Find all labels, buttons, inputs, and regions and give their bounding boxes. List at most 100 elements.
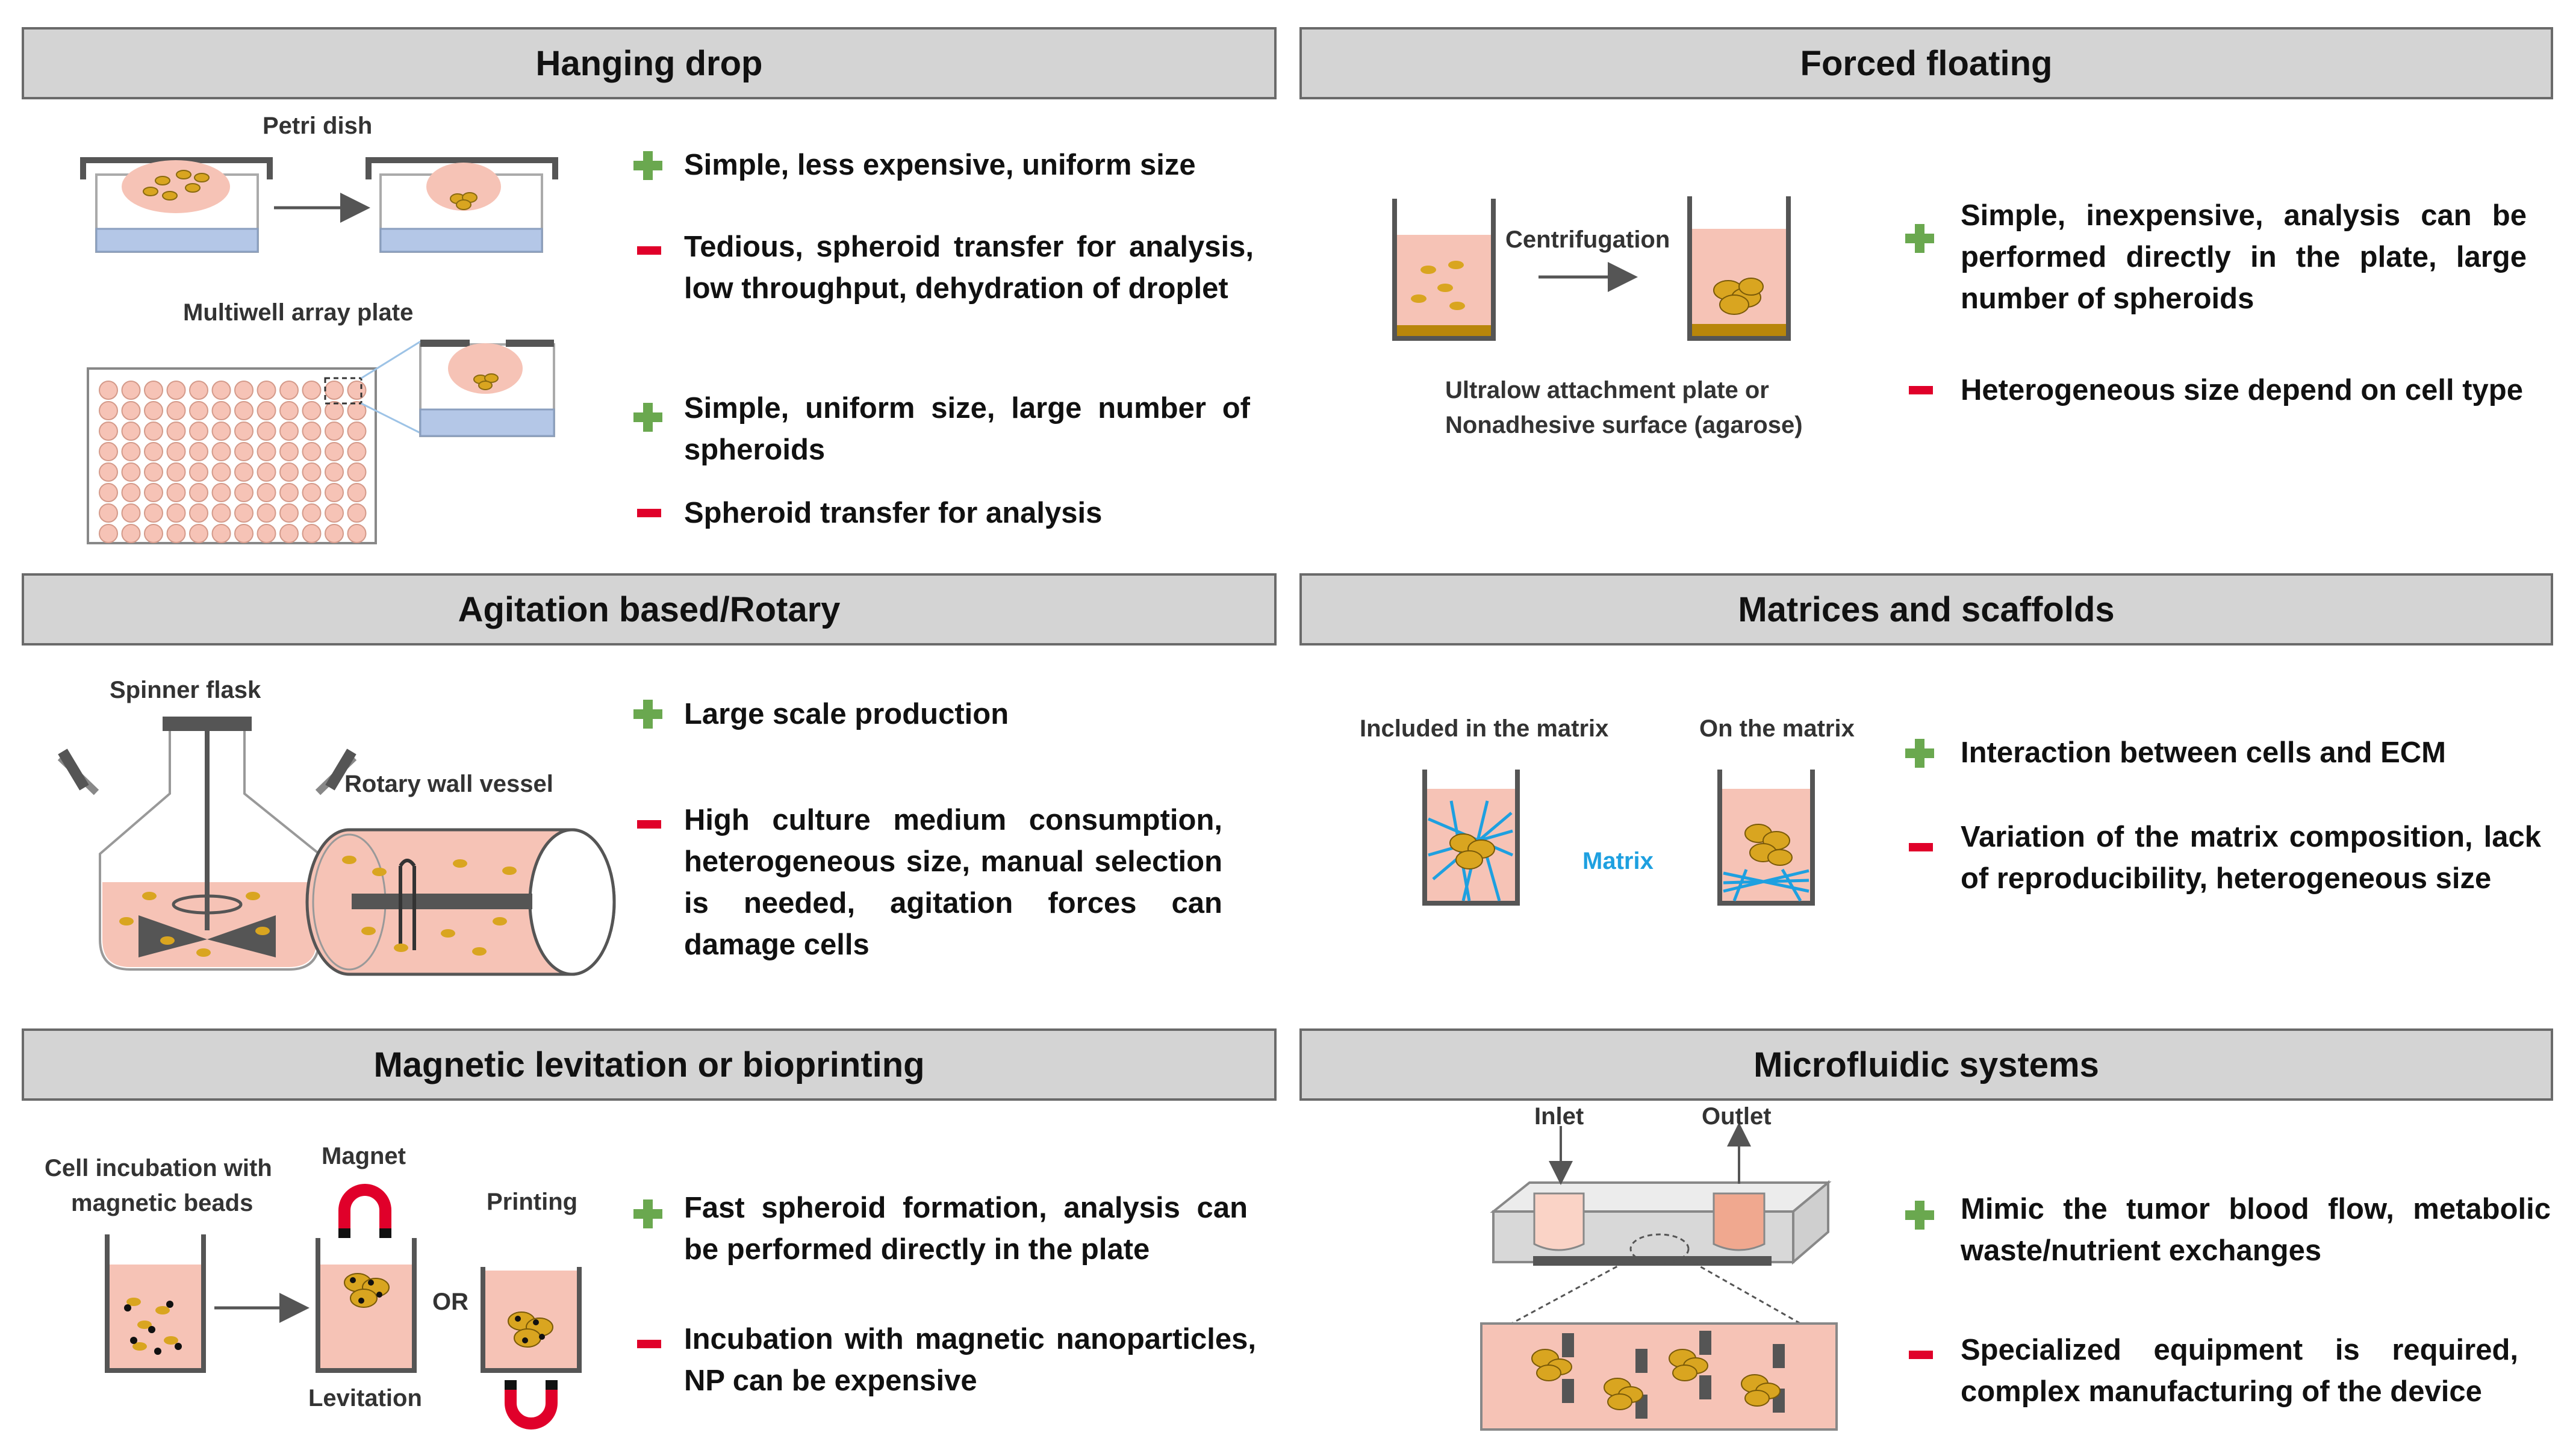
- agitation-cons: High culture medium consumption, heterog…: [684, 804, 1222, 961]
- plate-well: [99, 503, 118, 523]
- plate-well: [166, 381, 186, 400]
- label-spinner-flask: Spinner flask: [110, 677, 261, 703]
- label-ultralow-plate: Ultralow attachment plate or: [1445, 377, 1769, 403]
- plate-well: [325, 462, 344, 482]
- plate-well: [325, 422, 344, 441]
- matrices-cons: Variation of the matrix composition, lac…: [1961, 821, 2541, 895]
- plate-well: [234, 442, 254, 461]
- hanging-drop-pros-2: Simple, uniform size, large number of sp…: [684, 392, 1250, 466]
- section-title-matrices: Matrices and scaffolds: [1299, 573, 2553, 646]
- plate-well: [279, 483, 299, 502]
- plate-well: [144, 381, 163, 400]
- plate-well: [257, 503, 276, 523]
- plate-well: [279, 442, 299, 461]
- plate-well: [234, 462, 254, 482]
- plate-well: [211, 462, 231, 482]
- plate-well: [99, 483, 118, 502]
- label-levitation: Levitation: [308, 1385, 422, 1411]
- plate-well: [234, 401, 254, 420]
- minus-icon: [637, 820, 661, 832]
- plate-well: [347, 381, 367, 400]
- petri-dish-right: [366, 157, 558, 253]
- plate-well: [347, 442, 367, 461]
- magnet-icon: [505, 1380, 558, 1430]
- section-title-microfluidic: Microfluidic systems: [1299, 1028, 2553, 1101]
- plus-icon: [1904, 738, 1935, 772]
- plate-well: [166, 503, 186, 523]
- plate-well: [325, 503, 344, 523]
- plus-icon: [632, 402, 664, 436]
- label-cell-incubation: Cell incubation with: [45, 1155, 272, 1181]
- plate-well: [166, 442, 186, 461]
- plate-well: [347, 503, 367, 523]
- plate-well: [347, 422, 367, 441]
- plate-well: [121, 483, 141, 502]
- plate-well: [279, 503, 299, 523]
- plate-well: [234, 524, 254, 543]
- plate-well: [99, 524, 118, 543]
- label-magnet: Magnet: [322, 1143, 406, 1169]
- plate-well: [257, 483, 276, 502]
- plate-well: [257, 422, 276, 441]
- agitation-pros: Large scale production: [684, 698, 1009, 730]
- plus-icon: [632, 698, 664, 733]
- plate-well: [279, 401, 299, 420]
- plate-well: [234, 483, 254, 502]
- plate-well: [144, 442, 163, 461]
- plate-well: [279, 381, 299, 400]
- plate-well: [144, 524, 163, 543]
- plate-well: [166, 401, 186, 420]
- well-before-centrifugation: [1392, 199, 1496, 341]
- plate-well: [144, 422, 163, 441]
- plate-well: [99, 422, 118, 441]
- minus-icon: [637, 1340, 661, 1351]
- plate-well: [347, 462, 367, 482]
- printing-well: [481, 1267, 582, 1373]
- plate-well: [279, 462, 299, 482]
- label-outlet: Outlet: [1702, 1103, 1772, 1130]
- plate-well: [189, 503, 208, 523]
- plate-well: [211, 401, 231, 420]
- plate-well: [121, 422, 141, 441]
- minus-icon: [1909, 843, 1933, 854]
- plate-well: [257, 524, 276, 543]
- plate-well: [347, 401, 367, 420]
- plus-icon: [632, 150, 664, 184]
- plate-well: [325, 524, 344, 543]
- magnetic-pros: Fast spheroid formation, analysis can be…: [684, 1192, 1248, 1266]
- plate-well: [211, 422, 231, 441]
- plate-well: [121, 381, 141, 400]
- plate-well: [99, 442, 118, 461]
- rotary-wall-vessel: [305, 828, 616, 976]
- hanging-drop-pros-1: Simple, less expensive, uniform size: [684, 149, 1196, 181]
- hanging-drop-cons-2: Spheroid transfer for analysis: [684, 497, 1103, 529]
- plate-well: [302, 401, 322, 420]
- plate-well: [99, 462, 118, 482]
- plate-well: [189, 524, 208, 543]
- petri-dish-left: [80, 157, 273, 253]
- plate-well: [234, 503, 254, 523]
- plate-well: [279, 524, 299, 543]
- section-title-hanging-drop: Hanging drop: [22, 27, 1277, 99]
- minus-icon: [1909, 1351, 1933, 1362]
- plate-well: [211, 503, 231, 523]
- label-printing: Printing: [487, 1189, 578, 1215]
- plate-well: [166, 483, 186, 502]
- plate-well: [325, 401, 344, 420]
- label-nonadhesive-surface: Nonadhesive surface (agarose): [1445, 412, 1803, 438]
- plate-well: [166, 524, 186, 543]
- plate-well: [302, 381, 322, 400]
- plate-well: [144, 462, 163, 482]
- plate-well: [189, 422, 208, 441]
- well-after-centrifugation: [1687, 196, 1791, 341]
- levitation-well: [316, 1238, 417, 1373]
- plate-well: [211, 381, 231, 400]
- plate-well: [302, 462, 322, 482]
- plate-well: [302, 503, 322, 523]
- plate-well: [211, 442, 231, 461]
- on-matrix-well: [1717, 770, 1815, 906]
- multiwell-plate: [87, 340, 422, 544]
- plate-well: [189, 381, 208, 400]
- plate-well: [189, 462, 208, 482]
